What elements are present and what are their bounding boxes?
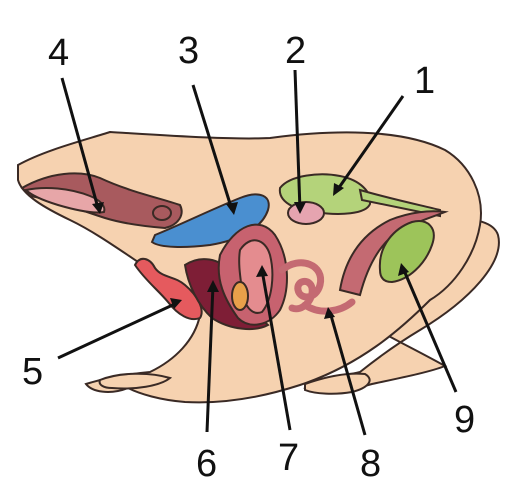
frog-front-foot: [98, 372, 173, 390]
large-intestine: [338, 210, 449, 297]
arrow-heads: [92, 183, 409, 319]
label-7: 7: [278, 437, 299, 479]
label-1: 1: [414, 60, 435, 102]
label-4: 4: [48, 32, 69, 74]
bladder: [287, 201, 325, 225]
arrowhead-2: [294, 202, 306, 214]
arrowhead-6: [207, 280, 219, 292]
gonad: [378, 220, 435, 284]
arrowhead-7: [256, 265, 268, 277]
arrowhead-1: [333, 183, 344, 196]
label-3: 3: [178, 30, 199, 72]
arrow-9: [401, 267, 458, 393]
label-5: 5: [22, 351, 43, 393]
arrow-8: [328, 311, 367, 436]
number-labels: 1 2 3 4 5 6 7 8 9: [22, 30, 475, 485]
arrowhead-5: [170, 298, 182, 309]
label-9: 9: [454, 399, 475, 441]
arrow-2: [293, 69, 302, 211]
tongue-bump: [152, 205, 172, 221]
arrowhead-4: [92, 202, 104, 214]
arrow-1: [336, 95, 405, 190]
label-8: 8: [360, 443, 381, 485]
arrowhead-9: [398, 263, 409, 276]
gall-bladder: [231, 281, 249, 311]
arrowhead-3: [226, 202, 238, 215]
arrow-6: [205, 284, 215, 433]
arrow-3: [191, 84, 234, 211]
tongue-tip: [23, 187, 106, 214]
label-2: 2: [285, 30, 306, 72]
arrow-7: [260, 269, 292, 431]
arrow-4: [60, 77, 100, 209]
label-6: 6: [196, 443, 217, 485]
arrowhead-8: [324, 307, 335, 319]
label-arrows: [57, 69, 458, 436]
arrow-5: [57, 301, 178, 360]
